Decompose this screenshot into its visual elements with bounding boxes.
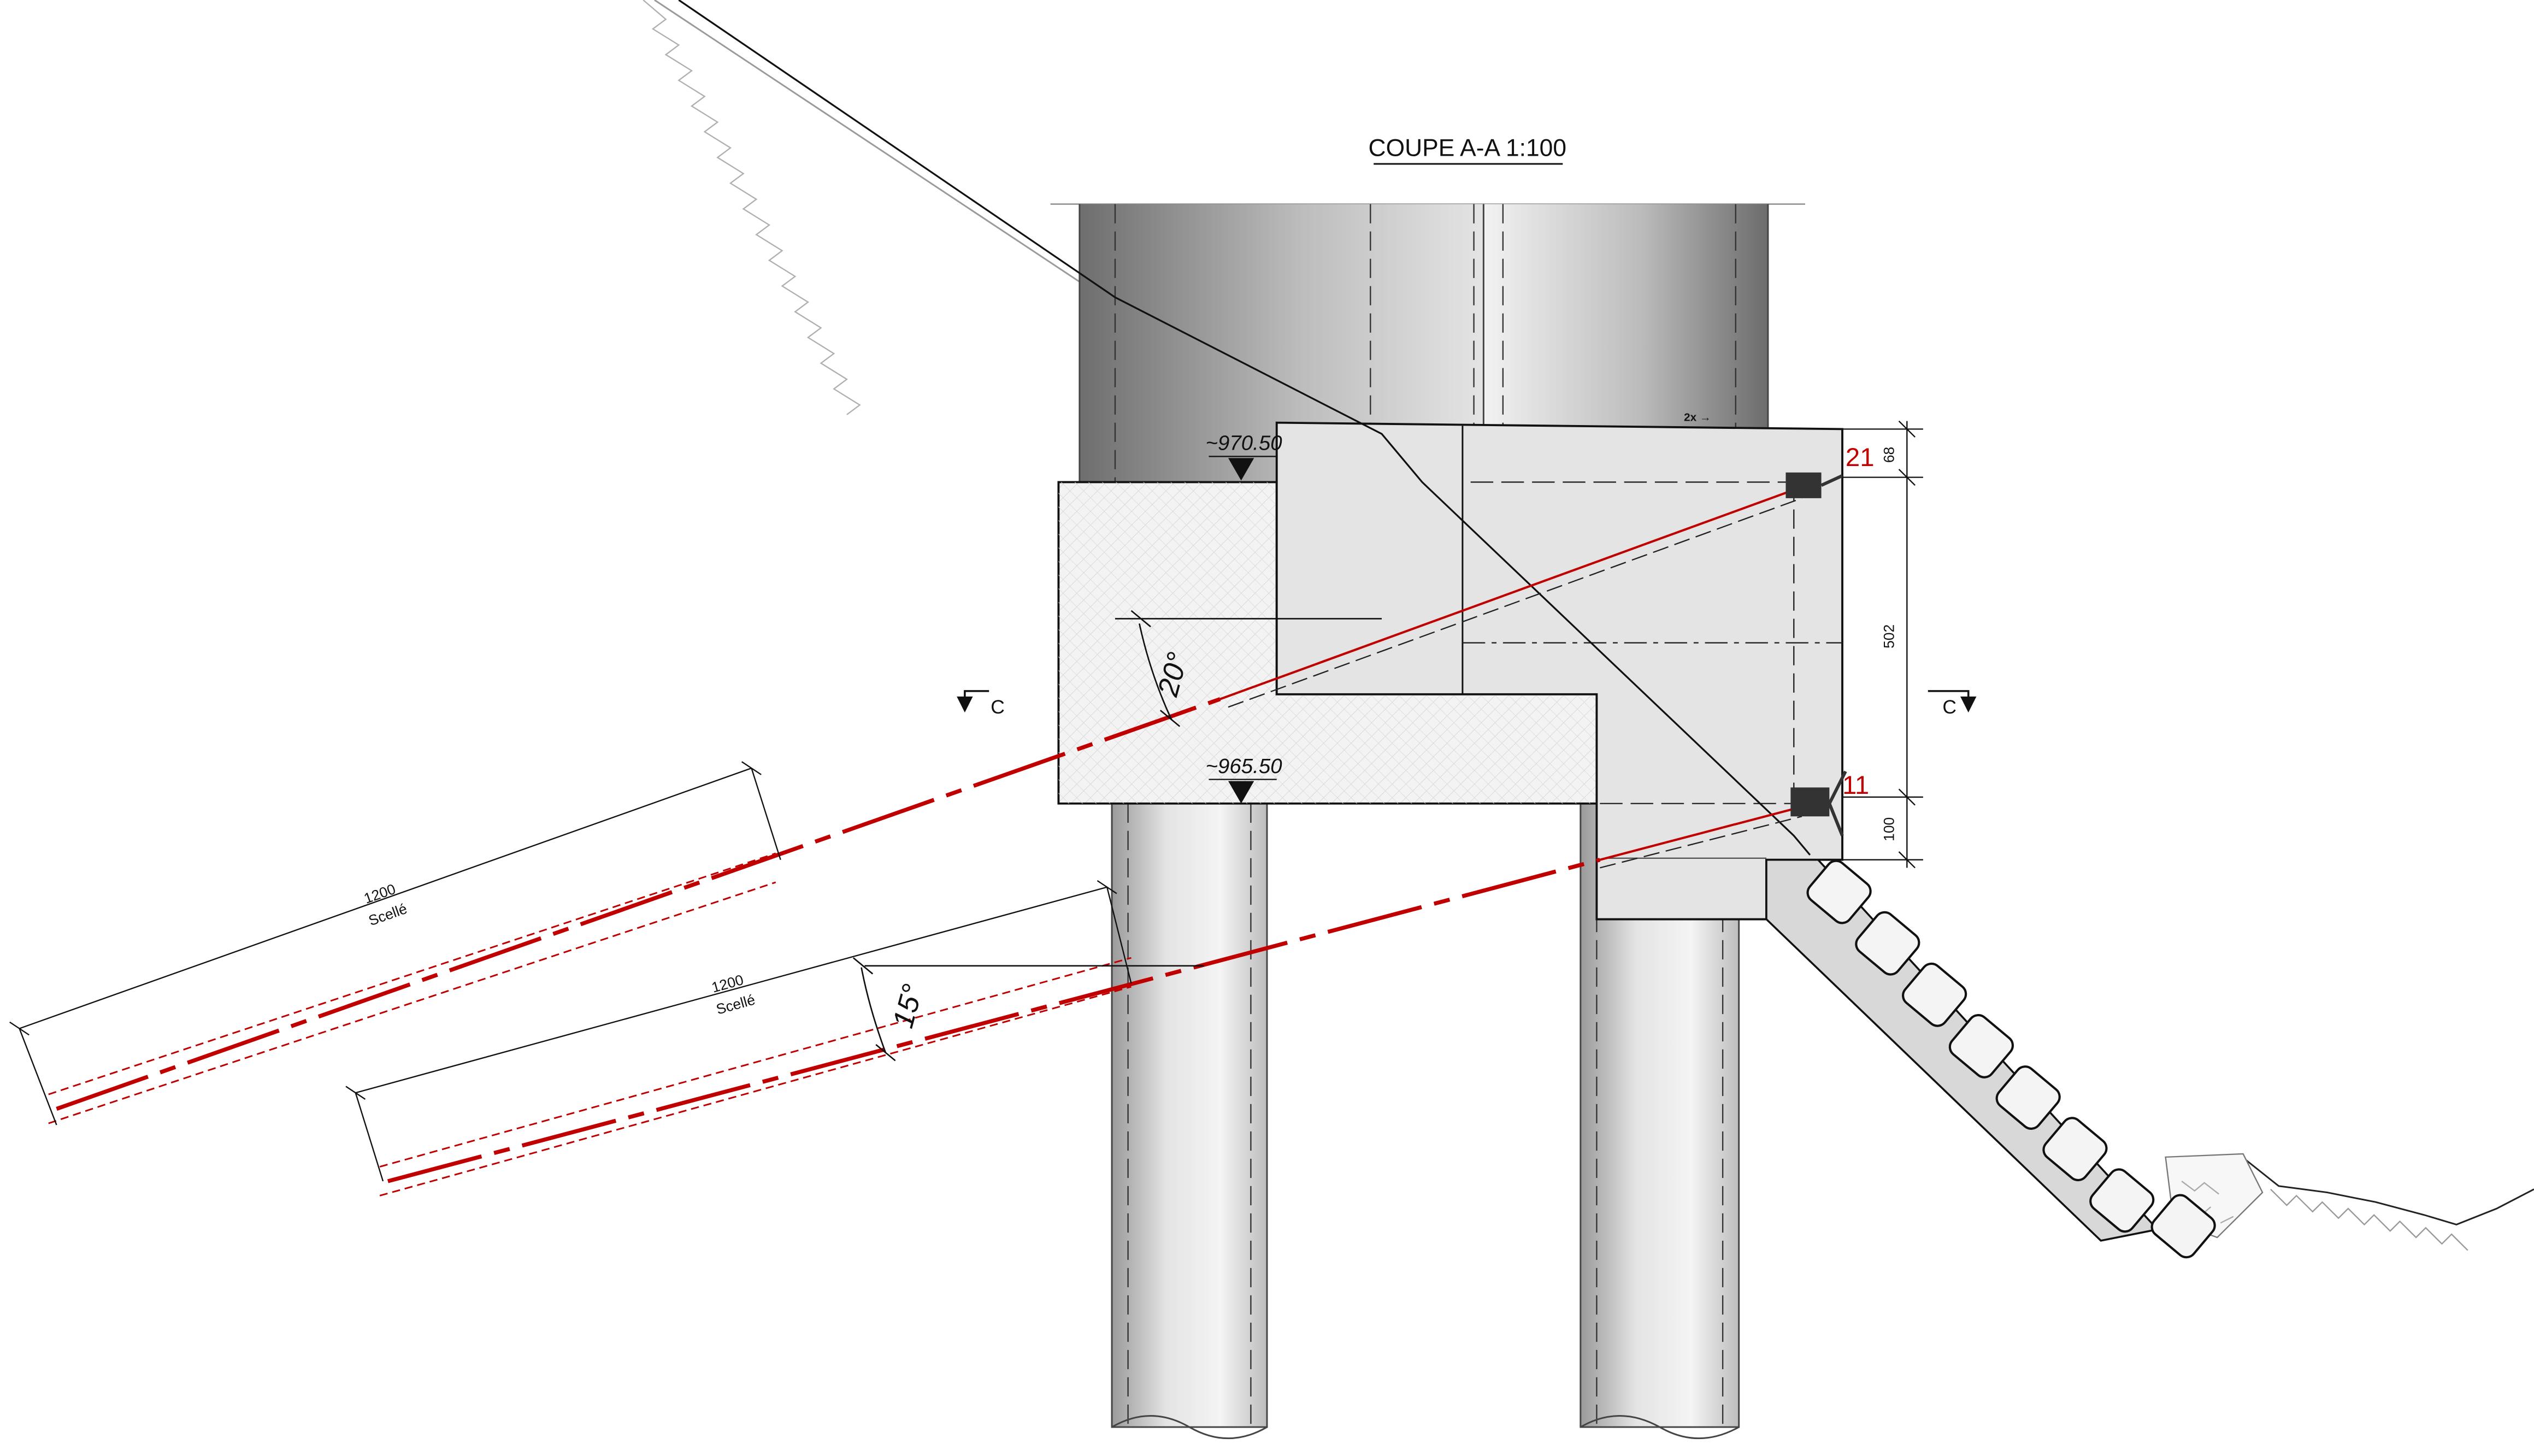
anchor-lower-type: Scellé (714, 992, 757, 1018)
elevation-lower-label: ~965.50 (1206, 754, 1282, 778)
upper-piles (1079, 204, 1769, 487)
anchor-head-upper (1785, 472, 1843, 498)
section-marker-left-label: C (991, 697, 1005, 718)
dimension-middle-label: 502 (1881, 624, 1897, 649)
anchor-upper-length: 1200 (362, 881, 398, 907)
section-arrow-right (1928, 690, 1977, 713)
dimension-lower-anchor (345, 880, 1132, 1182)
small-tag-label: 2x → (1684, 411, 1711, 424)
dimension-top-label: 68 (1881, 447, 1897, 463)
terrain-lower-right (2165, 1153, 2534, 1251)
angle-marker-lower (852, 957, 1204, 1062)
anchor-lower-length: 1200 (710, 971, 745, 996)
dimension-bottom-label: 100 (1881, 817, 1897, 841)
drawing-title: COUPE A-A 1:100 (1369, 134, 1566, 161)
angle-marker-upper (1115, 610, 1382, 727)
section-marker-right-label: C (1942, 697, 1957, 718)
anchor-upper (48, 472, 1843, 1124)
anchor-upper-number: 21 (1846, 443, 1875, 472)
section-arrow-left (957, 690, 989, 713)
dimension-upper-anchor (9, 761, 781, 1125)
elevation-marker-lower (1209, 779, 1277, 804)
elevation-marker-upper (1209, 456, 1277, 481)
elevation-upper-label: ~970.50 (1206, 432, 1282, 455)
ground-line (678, 0, 1811, 856)
slope-riprap (1765, 858, 2216, 1259)
vertical-dimension-chain (1842, 420, 1923, 869)
anchor-head-lower (1790, 770, 1847, 836)
anchor-lower-number: 11 (1842, 771, 1869, 800)
anchor-lower (379, 770, 1847, 1196)
concrete-wall (1275, 421, 1843, 921)
anchor-lower-angle: 15° (887, 981, 929, 1031)
